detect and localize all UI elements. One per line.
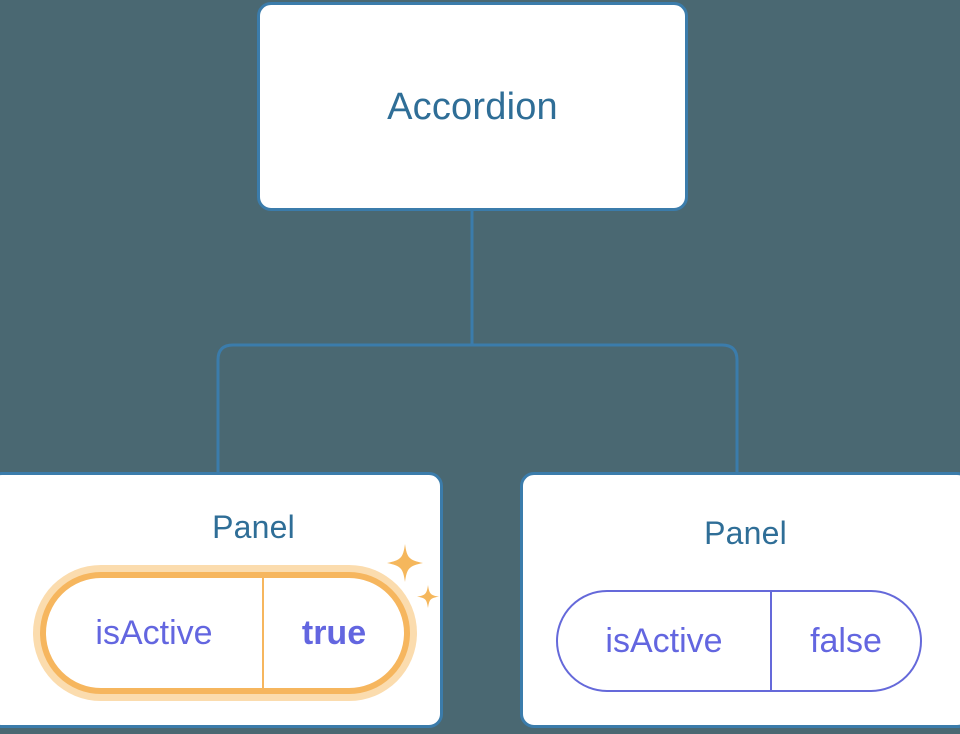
prop-key: isActive bbox=[46, 578, 264, 688]
connector-branch-bar bbox=[216, 343, 739, 472]
node-accordion-title: Accordion bbox=[387, 85, 558, 128]
prop-key: isActive bbox=[558, 592, 772, 690]
node-accordion[interactable]: Accordion bbox=[257, 2, 688, 211]
prop-pill-glow: isActive true bbox=[33, 565, 417, 701]
prop-pill-highlighted-wrapper: isActive true bbox=[33, 565, 417, 701]
node-panel-active-title: Panel bbox=[212, 509, 295, 545]
prop-pill-isactive-false[interactable]: isActive false bbox=[556, 590, 922, 692]
prop-value: false bbox=[810, 621, 882, 660]
prop-value: true bbox=[301, 613, 367, 652]
node-panel-inactive-title: Panel bbox=[704, 515, 787, 551]
prop-pill-isactive-true[interactable]: isActive true bbox=[40, 572, 410, 694]
prop-pill-plain-wrapper: isActive false bbox=[556, 590, 922, 692]
